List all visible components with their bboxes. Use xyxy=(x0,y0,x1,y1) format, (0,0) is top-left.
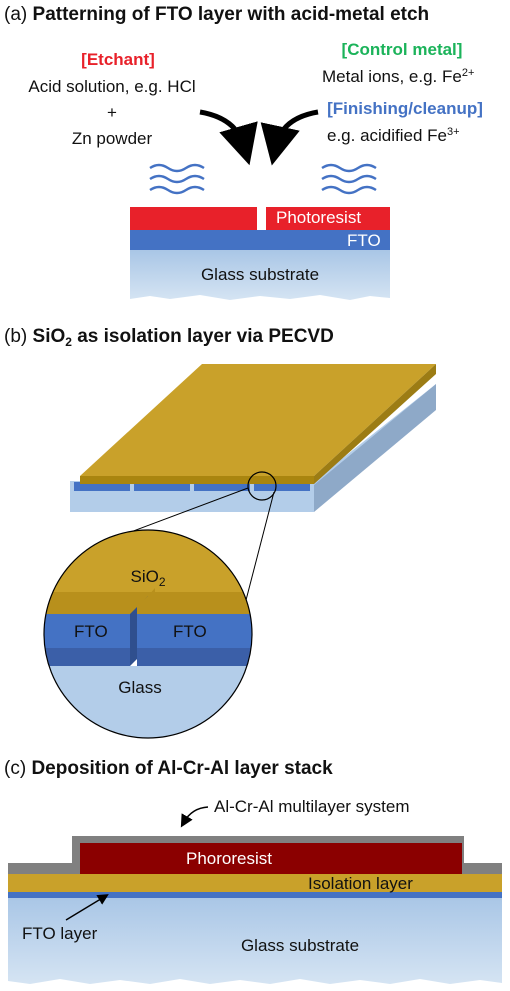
glass-slab-front xyxy=(70,489,314,512)
panel-a-heading: Patterning of FTO layer with acid-metal … xyxy=(32,4,430,25)
fto-right-label: FTO xyxy=(173,622,207,641)
panel-b-heading-sub: 2 xyxy=(65,335,72,349)
glass-substrate-a xyxy=(130,250,390,300)
control-arrow xyxy=(260,109,319,166)
panel-a-title: (a) Patterning of FTO layer with acid-me… xyxy=(4,4,429,26)
fto-layer-label: FTO layer xyxy=(22,924,98,943)
isolation-layer xyxy=(8,874,502,892)
panel-b-heading-post: as isolation layer via PECVD xyxy=(71,326,334,347)
glass-label-c: Glass substrate xyxy=(240,936,360,955)
panel-b-title: (b) SiO2 as isolation layer via PECVD xyxy=(4,326,334,348)
panel-b-heading-pre: SiO xyxy=(32,326,66,347)
fto-label-a: FTO xyxy=(347,231,381,250)
multilayer-pointer-arrow xyxy=(180,806,209,828)
isolation-label: Isolation layer xyxy=(308,874,413,893)
control-metal-label: Metal ions, e.g. Fe xyxy=(322,67,462,86)
fto-strips xyxy=(74,482,310,491)
glass-slab-side xyxy=(314,384,436,512)
photoresist-c xyxy=(80,843,462,874)
etchant-line1: Acid solution, e.g. HCl xyxy=(28,77,196,96)
sio2-slab-front xyxy=(80,476,314,484)
sio2-slab-side xyxy=(314,364,436,484)
control-metal-sup: 2+ xyxy=(461,67,475,79)
panel-c-letter: (c) xyxy=(4,758,27,779)
etchant-arrow xyxy=(199,109,258,166)
finishing-label: e.g. acidified Fe xyxy=(327,126,448,145)
finishing-sup: 3+ xyxy=(447,126,460,138)
zoom-marker xyxy=(247,471,277,501)
photoresist-c-label: Phororesist xyxy=(186,849,272,868)
fto-layer-a xyxy=(130,230,390,250)
etchant-line2: Zn powder xyxy=(71,129,153,148)
glass-substrate-c xyxy=(8,897,502,984)
zoom-circle-outline xyxy=(43,529,253,739)
fto-left-label: FTO xyxy=(74,622,108,641)
fto-layer-c xyxy=(8,892,502,898)
sio2-label-pre: SiO xyxy=(130,567,159,586)
right-wave-icon xyxy=(321,163,377,195)
etchant-heading: [Etchant] xyxy=(81,50,155,69)
glass-label-b: Glass xyxy=(118,678,162,697)
photoresist-left xyxy=(130,207,257,230)
sio2-label: SiO2 xyxy=(130,567,166,589)
photoresist-label: Photoresist xyxy=(276,208,362,227)
sio2-slab-top xyxy=(80,364,436,476)
panel-b-letter: (b) xyxy=(4,326,28,347)
panel-a-letter: (a) xyxy=(4,4,28,25)
etchant-plus: + xyxy=(107,103,117,122)
sio2-label-sub: 2 xyxy=(158,575,166,589)
zoom-line-right xyxy=(244,491,275,605)
finishing-heading: [Finishing/cleanup] xyxy=(327,99,483,118)
fto-pointer-arrow xyxy=(65,894,109,921)
photoresist-right xyxy=(266,207,390,230)
panel-c-heading: Deposition of Al-Cr-Al layer stack xyxy=(31,758,333,779)
panel-c-title: (c) Deposition of Al-Cr-Al layer stack xyxy=(4,758,333,780)
control-metal-text: Metal ions, e.g. Fe2+ xyxy=(322,67,474,87)
multilayer-label: Al-Cr-Al multilayer system xyxy=(214,797,410,816)
left-wave-icon xyxy=(149,163,205,195)
finishing-text: e.g. acidified Fe3+ xyxy=(327,126,460,146)
panel-b-heading: SiO2 as isolation layer via PECVD xyxy=(32,326,334,349)
glass-label-a: Glass substrate xyxy=(200,265,320,284)
control-metal-heading: [Control metal] xyxy=(341,40,463,59)
